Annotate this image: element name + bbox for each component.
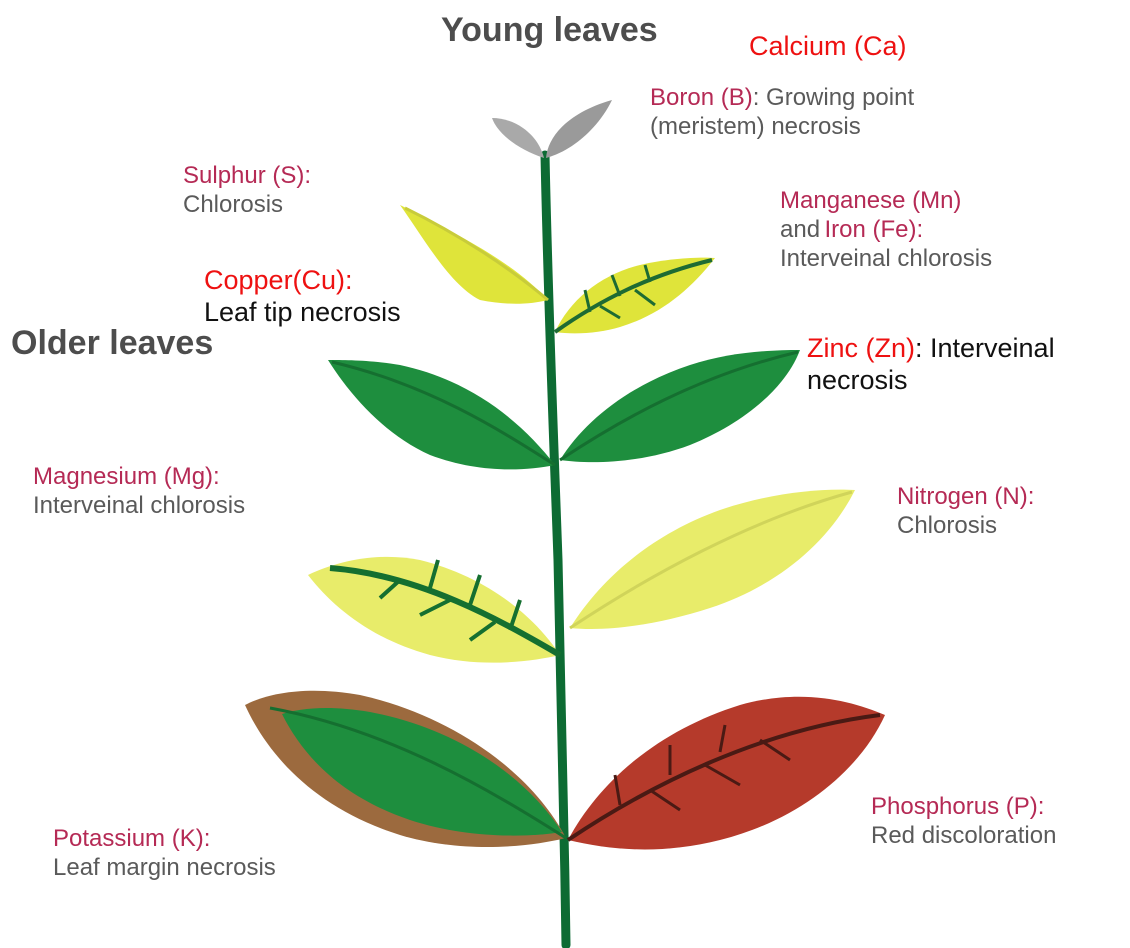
magnesium-label: Magnesium (Mg): Interveinal chlorosis <box>33 463 245 521</box>
zinc-name: Zinc (Zn) <box>807 333 915 363</box>
nitrogen-name: Nitrogen (N): <box>897 483 1034 512</box>
manganese-symptom: Interveinal chlorosis <box>780 245 992 274</box>
magnesium-symptom: Interveinal chlorosis <box>33 492 245 521</box>
boron-symptom-1: : Growing point <box>753 84 914 111</box>
zinc-symptom-2: necrosis <box>807 364 1055 396</box>
potassium-name: Potassium (K): <box>53 825 276 854</box>
grey-bud <box>492 100 612 158</box>
nitrogen-symptom: Chlorosis <box>897 512 1034 541</box>
potassium-label: Potassium (K): Leaf margin necrosis <box>53 825 276 883</box>
phosphorus-leaf <box>568 697 885 850</box>
zinc-symptom-1: : Interveinal <box>915 333 1055 363</box>
potassium-symptom: Leaf margin necrosis <box>53 854 276 883</box>
nitrogen-label: Nitrogen (N): Chlorosis <box>897 483 1034 541</box>
and-text: and <box>780 216 820 243</box>
sulphur-symptom: Chlorosis <box>183 191 311 220</box>
boron-name: Boron (B) <box>650 84 753 111</box>
potassium-leaf <box>245 691 566 847</box>
magnesium-name: Magnesium (Mg): <box>33 463 245 492</box>
sulphur-name: Sulphur (S): <box>183 162 311 191</box>
copper-name: Copper(Cu): <box>204 264 401 296</box>
phosphorus-name: Phosphorus (P): <box>871 793 1056 822</box>
young-leaves-heading: Young leaves <box>441 10 658 51</box>
phosphorus-label: Phosphorus (P): Red discoloration <box>871 793 1056 851</box>
manganese-label: Manganese (Mn) and Iron (Fe): Interveina… <box>780 187 992 273</box>
zinc-leaf <box>560 350 800 462</box>
boron-symptom-2: (meristem) necrosis <box>650 113 914 142</box>
magnesium-leaf <box>308 557 560 663</box>
phosphorus-symptom: Red discoloration <box>871 822 1056 851</box>
calcium-label: Calcium (Ca) <box>749 30 907 62</box>
manganese-name: Manganese (Mn) <box>780 187 992 216</box>
manganese-leaf <box>555 258 715 334</box>
copper-leaf <box>328 360 555 469</box>
older-leaves-heading: Older leaves <box>11 323 213 364</box>
zinc-label: Zinc (Zn): Interveinal necrosis <box>807 332 1055 397</box>
nitrogen-leaf <box>570 490 855 629</box>
copper-symptom: Leaf tip necrosis <box>204 296 401 328</box>
boron-label: Boron (B): Growing point (meristem) necr… <box>650 84 914 142</box>
iron-name: Iron (Fe): <box>825 216 924 243</box>
sulphur-label: Sulphur (S): Chlorosis <box>183 162 311 220</box>
sulphur-leaf <box>400 205 548 304</box>
copper-label: Copper(Cu): Leaf tip necrosis <box>204 264 401 329</box>
